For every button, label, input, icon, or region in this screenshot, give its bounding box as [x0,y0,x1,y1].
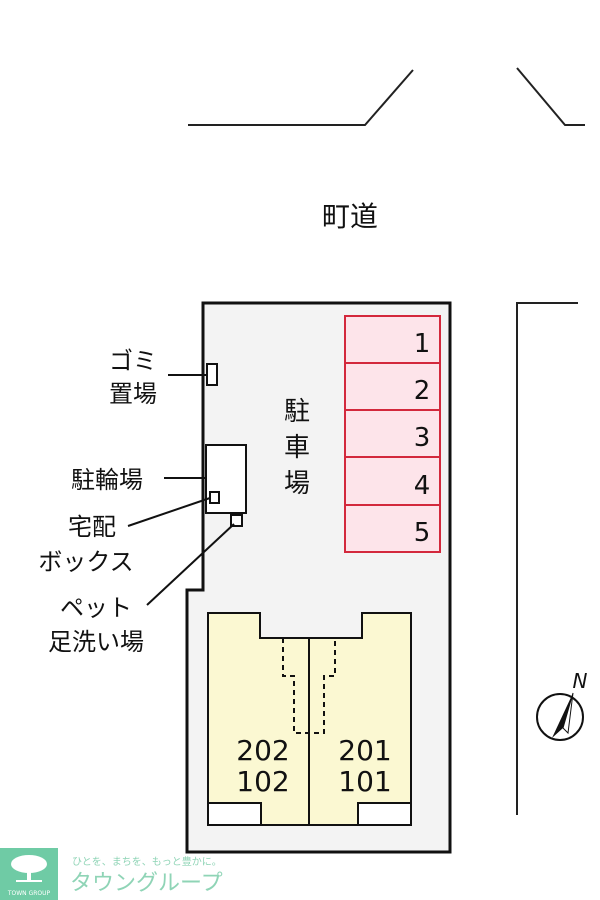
garbage-label: ゴミ 置場 [109,347,157,408]
pet-leader [146,523,235,606]
svg-text:ペット: ペット [60,594,132,622]
svg-text:5: 5 [414,518,431,548]
svg-text:足洗い場: 足洗い場 [48,628,144,656]
road-label: 町道 [322,200,378,233]
balcony-left [207,802,262,826]
svg-text:102: 102 [236,765,289,798]
svg-text:1: 1 [414,329,431,359]
svg-text:置場: 置場 [109,380,157,408]
svg-text:3: 3 [414,423,431,453]
road-edge-left [188,69,414,126]
unit-right: 201 101 [338,734,391,798]
svg-text:N: N [573,669,588,693]
garbage-area [206,363,218,386]
road-edge-right [516,67,585,126]
svg-text:駐: 駐 [284,397,310,427]
svg-text:TOWN GROUP: TOWN GROUP [7,890,51,897]
parking-space-3: 3 [344,409,441,458]
svg-text:101: 101 [338,765,391,798]
parking-spaces: 1 2 3 4 5 [344,315,441,553]
svg-text:車: 車 [284,433,310,463]
pet-wash-label: ペット 足洗い場 [48,594,144,656]
svg-text:タウングループ: タウングループ [70,871,223,896]
parking-space-5: 5 [344,504,441,553]
svg-text:4: 4 [414,471,431,501]
neighbor-boundary [516,302,578,815]
parking-space-2: 2 [344,362,441,411]
parking-space-4: 4 [344,456,441,506]
bicycle-label: 駐輪場 [71,466,143,494]
tree-icon [11,855,47,882]
delivery-box [209,491,220,504]
svg-text:ボックス: ボックス [38,548,133,576]
svg-text:宅配: 宅配 [68,513,116,541]
apartment-building: 202 102 201 101 [207,612,412,826]
svg-text:202: 202 [236,734,289,767]
svg-text:ゴミ: ゴミ [109,347,157,375]
delivery-box-label: 宅配 ボックス [38,513,133,576]
delivery-leader [127,497,211,527]
stair-outline [282,638,336,734]
parking-label: 駐 車 場 [284,397,310,499]
svg-text:場: 場 [284,469,310,499]
svg-text:201: 201 [338,734,391,767]
svg-text:2: 2 [414,376,431,406]
parking-space-1: 1 [344,315,441,364]
balcony-right [357,802,412,826]
town-group-logo: TOWN GROUP ひとを、まちを、もっと豊かに。 タウングループ [0,848,223,900]
compass-icon: N [536,669,588,741]
unit-left: 202 102 [236,734,289,798]
pet-wash-area [230,514,243,527]
svg-text:ひとを、まちを、もっと豊かに。: ひとを、まちを、もっと豊かに。 [72,855,222,868]
